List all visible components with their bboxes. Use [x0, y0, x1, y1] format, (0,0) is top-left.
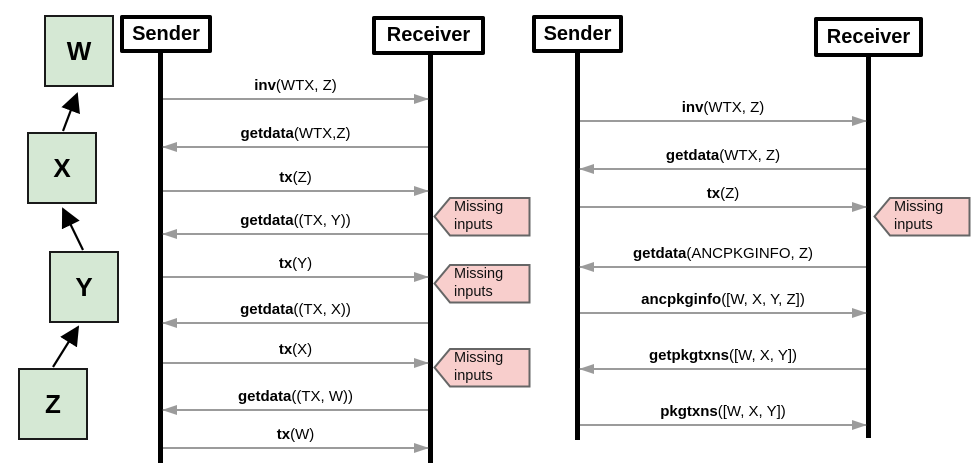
message-label: tx(Y) — [278, 255, 313, 272]
message-arrow-right — [163, 272, 429, 282]
callout-shape — [433, 348, 531, 388]
message-label: getdata((TX, Y)) — [240, 212, 351, 229]
message-label: ancpkginfo([W, X, Y, Z]) — [641, 291, 805, 308]
callout-shape — [433, 197, 531, 237]
message-label: tx(X) — [278, 341, 313, 358]
dep-node-x-label: X — [53, 152, 71, 183]
left-receiver-label: Receiver — [386, 24, 471, 46]
message-label: getpkgtxns([W, X, Y]) — [648, 347, 798, 364]
message-arrow-left — [579, 364, 866, 374]
missing-inputs-text: Missing inputs — [454, 266, 504, 300]
missing-inputs-callout: Missing inputs — [433, 197, 531, 237]
missing-inputs-callout: Missing inputs — [433, 264, 531, 304]
message-label: tx(Z) — [279, 169, 312, 186]
missing-inputs-callout: Missing inputs — [873, 197, 971, 237]
message-arrow-left — [162, 318, 428, 328]
message-label: pkgtxns([W, X, Y]) — [660, 403, 786, 420]
message-arrow-left — [579, 164, 866, 174]
message-arrow-right — [580, 420, 867, 430]
right-sender-lifeline — [575, 53, 580, 440]
message-arrow-right — [580, 116, 867, 126]
message-label: getdata(WTX, Z) — [665, 147, 781, 164]
message-label: getdata((TX, X)) — [240, 301, 351, 318]
right-sender-label: Sender — [543, 22, 612, 45]
right-receiver-label: Receiver — [826, 25, 911, 48]
message-arrow-right — [580, 202, 867, 212]
callout-shape — [433, 264, 531, 304]
dep-node-w: W — [44, 15, 114, 87]
missing-inputs-callout: Missing inputs — [433, 348, 531, 388]
message-label: tx(Z) — [706, 185, 740, 202]
message-label: getdata((TX, W)) — [238, 388, 353, 405]
message-arrow-right — [163, 358, 429, 368]
dep-node-z: Z — [18, 368, 88, 440]
message-label: inv(WTX, Z) — [254, 77, 337, 94]
left-sender-label: Sender — [132, 22, 200, 45]
dep-node-w-label: W — [66, 35, 92, 66]
dep-node-y-label: Y — [75, 271, 93, 302]
dep-node-x: X — [27, 132, 97, 204]
message-arrow-right — [163, 94, 429, 104]
left-sender-lifeline — [158, 52, 163, 463]
left-receiver-lifeline — [428, 54, 433, 463]
message-arrow-right — [163, 186, 429, 196]
message-arrow-left — [162, 142, 428, 152]
message-label: getdata(WTX,Z) — [240, 125, 351, 142]
missing-inputs-text: Missing inputs — [454, 350, 504, 384]
message-arrow-left — [162, 405, 428, 415]
dep-node-y: Y — [49, 251, 119, 323]
missing-inputs-text: Missing inputs — [894, 199, 944, 233]
message-arrow-left — [579, 262, 866, 272]
message-arrow-right — [163, 443, 429, 453]
left-sender-box: Sender — [120, 15, 212, 53]
message-label: inv(WTX, Z) — [681, 99, 765, 116]
right-receiver-box: Receiver — [814, 17, 923, 57]
edge-y-to-x-arrow — [61, 207, 84, 251]
dep-node-z-label: Z — [45, 388, 61, 419]
right-sender-box: Sender — [532, 15, 623, 53]
callout-shape — [873, 197, 971, 237]
missing-inputs-text: Missing inputs — [454, 199, 504, 233]
message-arrow-left — [162, 229, 428, 239]
edge-x-to-w-arrow — [61, 92, 80, 132]
right-receiver-lifeline — [866, 57, 871, 438]
edge-z-to-y-arrow — [52, 325, 80, 368]
message-label: getdata(ANCPKGINFO, Z) — [632, 245, 813, 262]
message-arrow-right — [580, 308, 867, 318]
message-label: tx(W) — [276, 426, 315, 443]
left-receiver-box: Receiver — [372, 16, 485, 55]
